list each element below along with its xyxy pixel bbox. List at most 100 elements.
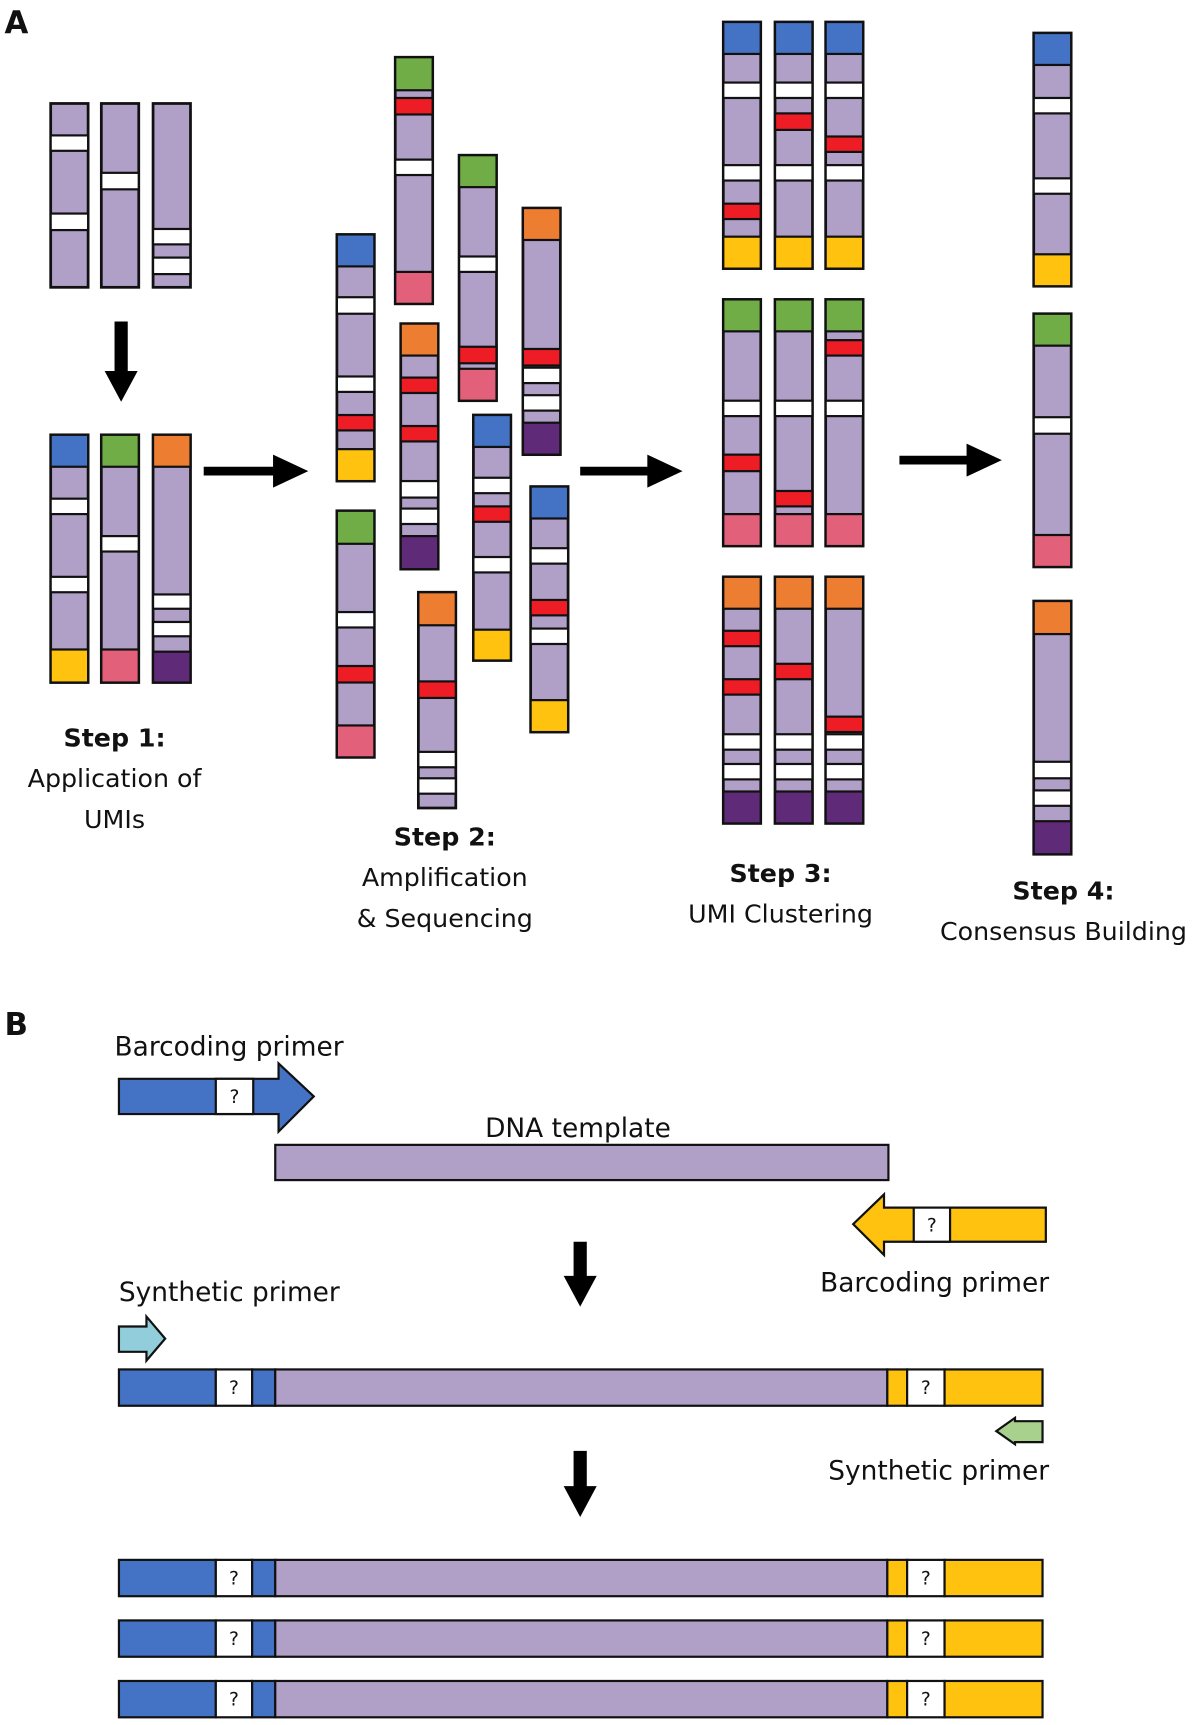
sequencing-error-band — [722, 629, 762, 648]
variant-band — [417, 777, 457, 795]
umi-tag-green — [824, 298, 865, 333]
barcoded-strand-left-tag — [251, 1679, 277, 1719]
sequencing-error-band — [399, 424, 440, 443]
dna-molecule — [824, 575, 865, 825]
variant-band — [335, 296, 376, 315]
umi-tag-blue — [335, 233, 376, 268]
sequencing-error-band — [824, 135, 865, 154]
umi-tag-yellow — [773, 235, 814, 270]
template-sequence — [99, 102, 141, 289]
umi-tag-yellow — [1032, 253, 1073, 288]
barcoded-strand-left-tag — [251, 1619, 277, 1658]
variant-band — [773, 733, 814, 751]
variant-band — [529, 547, 570, 565]
sequencing-error-band — [773, 662, 814, 681]
umi-tag-green — [773, 298, 814, 333]
sequencing-error-band — [457, 345, 498, 365]
sequencing-error-band — [824, 715, 865, 734]
umi-tag-orange — [151, 433, 192, 468]
variant-band — [399, 479, 440, 499]
panel-label-a: A — [4, 5, 28, 41]
umi-tag-dark-purple — [722, 790, 762, 825]
sequencing-error-band — [335, 664, 376, 684]
template-sequence — [773, 575, 814, 825]
umi-tag-orange — [521, 206, 562, 242]
variant-band — [824, 81, 865, 100]
umi-tag-orange — [722, 575, 762, 610]
umi-tag-pink — [722, 512, 762, 548]
variant-band — [49, 134, 90, 152]
barcoded-strand-template — [274, 1619, 889, 1658]
variant-band — [824, 399, 865, 418]
barcoded-strand-left-tag — [251, 1558, 277, 1598]
variant-band — [335, 610, 376, 629]
umi-tag-green — [457, 154, 498, 189]
umi-tag-green — [100, 433, 140, 468]
variant-band — [100, 171, 140, 191]
template-sequence — [335, 509, 376, 759]
dna-molecule — [49, 433, 90, 684]
variant-band — [722, 164, 762, 182]
barcoded-strand-left-tag — [117, 1619, 217, 1658]
umi-tag-dark-purple — [1032, 820, 1073, 856]
barcoded-strand-left-tag — [117, 1368, 217, 1407]
dna-molecule — [335, 233, 376, 483]
sequencing-error-band — [521, 347, 562, 367]
template-sequence — [49, 102, 90, 289]
umi-box — [214, 1679, 254, 1719]
template-sequence — [151, 433, 192, 684]
panel-b-shapes: ?????????? — [117, 1060, 1047, 1719]
umi-tag-orange — [773, 575, 814, 610]
variant-band — [472, 476, 512, 495]
variant-band — [49, 575, 90, 594]
flow-arrows — [104, 321, 1002, 1517]
umi-tag-pink — [824, 512, 865, 548]
template-sequence — [393, 55, 435, 306]
dna-template-bar — [274, 1143, 890, 1182]
template-sequence — [773, 20, 814, 270]
sequencing-error-band — [472, 505, 512, 523]
dna-molecule — [824, 298, 865, 548]
dna-molecule — [529, 485, 570, 734]
umi-question-mark: ? — [230, 1087, 240, 1108]
dna-molecule — [721, 575, 763, 825]
panel-label-b: B — [4, 1007, 28, 1043]
variant-band — [722, 81, 762, 100]
template-sequence — [49, 433, 90, 684]
step-1-line-2: UMIs — [84, 805, 145, 834]
sequencing-error-band — [722, 202, 762, 221]
barcoded-strand-left-tag — [251, 1368, 277, 1407]
umi-tag-pink — [1032, 533, 1073, 569]
sequencing-error-band — [773, 489, 814, 508]
step-2-title: Step 2: — [394, 822, 496, 851]
barcoded-strand-template — [274, 1558, 889, 1598]
umi-tag-yellow — [472, 628, 512, 662]
dna-molecule — [393, 55, 435, 306]
dna-molecule — [416, 590, 458, 810]
template-sequence — [399, 322, 440, 571]
dna-molecule — [1032, 599, 1073, 856]
step-4-line-1: Consensus Building — [940, 917, 1187, 946]
sequencing-error-band — [722, 678, 762, 696]
variant-band — [722, 399, 762, 418]
umi-tag-yellow — [529, 699, 570, 734]
variant-band — [824, 733, 865, 751]
variant-band — [151, 620, 192, 638]
arrow-right-icon — [580, 454, 683, 488]
barcoded-strand-template — [274, 1679, 889, 1719]
umi-tag-green — [1032, 312, 1073, 347]
dna-molecule — [721, 298, 763, 548]
variant-band — [151, 256, 192, 276]
umi-question-mark: ? — [229, 1629, 239, 1650]
umi-tag-blue — [773, 20, 814, 56]
step-1-title: Step 1: — [63, 723, 165, 752]
barcoded-strand-right-tag — [943, 1619, 1044, 1658]
arrow-down-icon — [563, 1241, 597, 1307]
step-3-line-1: UMI Clustering — [688, 899, 873, 928]
variant-band — [722, 762, 762, 781]
umi-tag-green — [335, 509, 376, 545]
umi-tag-pink — [100, 648, 140, 684]
sequencing-error-band — [335, 413, 376, 432]
barcoding-primer-label-left: Barcoding primer — [115, 1032, 344, 1063]
template-sequence — [1032, 599, 1073, 856]
